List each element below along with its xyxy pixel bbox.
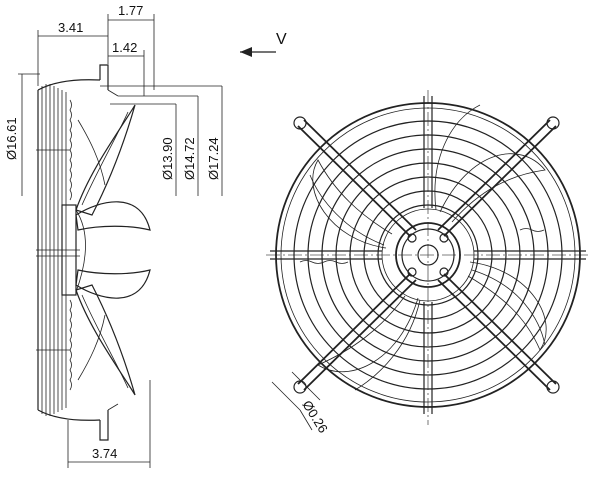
side-dimensions — [18, 14, 223, 468]
dim-diameter-side: Ø16.61 — [4, 117, 19, 160]
dim-diameter-hub: Ø13.90 — [160, 137, 175, 180]
side-blades — [69, 99, 151, 396]
front-hub — [395, 222, 461, 288]
side-view: 1.77 3.41 1.42 3.74 Ø16.61 Ø13.90 Ø14.72… — [4, 3, 223, 468]
hole-dimension — [271, 371, 321, 431]
side-bracket — [99, 64, 119, 441]
support-struts — [270, 96, 586, 414]
guard-rings — [275, 102, 581, 408]
side-motor — [36, 204, 86, 296]
dim-diameter-mid: Ø14.72 — [182, 137, 197, 180]
front-blades — [299, 104, 547, 391]
view-arrow: V — [240, 31, 287, 57]
dim-bottom-width: 3.74 — [92, 446, 117, 461]
front-view: Ø0.26 — [266, 90, 588, 436]
view-marker-label: V — [276, 31, 287, 48]
dim-diameter-outer: Ø17.24 — [206, 137, 221, 180]
dim-inner-width: 1.42 — [112, 40, 137, 55]
dim-left-width: 3.41 — [58, 20, 83, 35]
dim-top-width: 1.77 — [118, 3, 143, 18]
